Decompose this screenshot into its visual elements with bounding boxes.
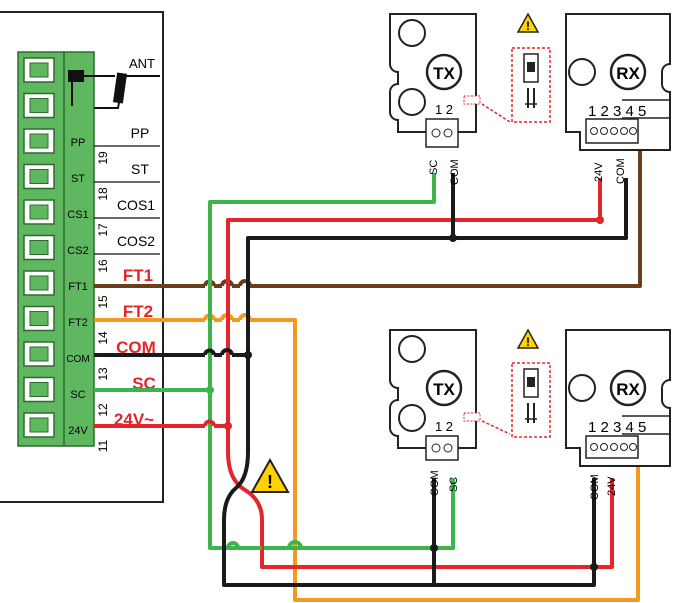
wire-24v-red-top — [94, 178, 602, 428]
photocell-tx-top: TX 1 2 SC COM — [389, 13, 481, 185]
wire-sc-green-bottom — [208, 390, 455, 550]
rx-bottom-wire-24v: 24V — [606, 476, 618, 496]
slot-labels: PP ST CS1 CS2 FT1 FT2 COM SC 24V — [66, 137, 89, 437]
photocell-rx-bottom: RX 1 2 3 4 5 COM 24V — [565, 329, 671, 500]
slot-label-sc: SC — [70, 389, 85, 401]
wire-sc-green-top — [94, 173, 436, 392]
terminal-screw-head — [29, 275, 49, 291]
terminal-name-cos1: COS1 — [117, 197, 155, 213]
rx-top-wire-24v: 24V — [593, 162, 605, 182]
tx-top-terminals: 1 2 — [435, 102, 453, 117]
rx-top-terminals: 1 2 3 4 5 — [588, 103, 646, 120]
terminal-screw-head — [29, 240, 49, 255]
tx-bottom-terminals: 1 2 — [435, 419, 453, 434]
junction-dots — [206, 216, 604, 571]
slot-label-cs1: CS1 — [67, 209, 88, 221]
warning-icon: ! — [250, 457, 290, 493]
terminal-screw-head — [29, 98, 49, 113]
slot-label-cs2: CS2 — [67, 245, 88, 257]
wire-ft1-brown — [94, 150, 642, 288]
svg-text:!: ! — [526, 335, 530, 349]
control-board-outline — [0, 11, 164, 503]
tx-top-label: TX — [433, 64, 455, 83]
jumper-icon — [481, 362, 551, 438]
wires — [94, 150, 642, 602]
rx-top-label: RX — [616, 64, 640, 83]
terminal-screw-head — [29, 346, 49, 362]
terminal-number-12: 12 — [96, 403, 110, 417]
terminal-name-cos2: COS2 — [117, 233, 155, 249]
wire-com-black-bottom — [222, 355, 596, 587]
terminal-lead-lines — [94, 145, 160, 255]
tx-top-wire-com: COM — [449, 159, 461, 185]
terminal-screw-head — [29, 382, 49, 397]
terminal-block — [17, 51, 95, 447]
tx-bottom-label: TX — [433, 380, 455, 399]
rx-bottom-label: RX — [616, 380, 640, 399]
terminal-names: PP ST COS1 COS2 FT1 FT2 COM SC 24V~ — [114, 125, 156, 429]
rx-bottom-wire-com: COM — [589, 474, 601, 500]
rx-top-wire-com: COM — [615, 158, 627, 184]
slot-label-24v: 24V — [68, 425, 88, 437]
jumper-icon — [481, 47, 551, 123]
terminal-name-ft2: FT2 — [123, 302, 153, 321]
slot-label-ft1: FT1 — [68, 281, 88, 293]
terminal-screw-head — [29, 417, 49, 433]
warning-icon: ! — [516, 328, 540, 349]
terminal-numbers: 19 18 17 16 15 14 13 12 11 — [96, 151, 110, 452]
terminal-screw-head — [29, 62, 49, 78]
terminal-number-13: 13 — [96, 367, 110, 381]
terminal-number-19: 19 — [96, 151, 110, 165]
terminal-screw-head — [29, 169, 49, 184]
terminal-number-17: 17 — [96, 223, 110, 237]
terminal-screw-head — [29, 311, 49, 326]
terminal-screw-head — [29, 204, 49, 220]
rx-bottom-terminals: 1 2 3 4 5 — [588, 419, 646, 436]
terminal-name-ft1: FT1 — [123, 266, 153, 285]
terminal-number-15: 15 — [96, 295, 110, 309]
terminal-screw-head — [29, 133, 49, 149]
photocell-rx-top: RX 1 2 3 4 5 24V COM — [565, 13, 671, 184]
terminal-name-st: ST — [131, 161, 149, 177]
wire-ft2-orange — [94, 318, 640, 602]
terminal-number-16: 16 — [96, 259, 110, 273]
terminal-number-14: 14 — [96, 331, 110, 345]
slot-label-ft2: FT2 — [68, 317, 88, 329]
warning-icon: ! — [516, 12, 540, 33]
wire-24v-red-bottom — [226, 426, 614, 569]
slot-label-com: COM — [66, 354, 89, 365]
slot-label-pp: PP — [71, 137, 86, 149]
terminal-screw — [23, 163, 55, 190]
terminal-screw — [23, 128, 55, 154]
photocell-tx-bottom: TX 1 2 COM SC — [389, 329, 481, 496]
tx-top-wire-sc: SC — [428, 160, 440, 175]
terminal-number-11: 11 — [96, 439, 110, 452]
tx-bottom-wire-sc: SC — [448, 477, 460, 492]
terminal-name-com: COM — [116, 338, 156, 357]
terminal-number-18: 18 — [96, 187, 110, 201]
slot-label-st: ST — [71, 173, 85, 185]
tx-bottom-wire-com: COM — [429, 470, 441, 496]
terminal-name-ant: ANT — [129, 56, 155, 71]
antenna-connector: ANT — [68, 56, 160, 109]
svg-text:!: ! — [526, 19, 530, 33]
svg-text:!: ! — [267, 472, 273, 492]
terminal-name-pp: PP — [131, 125, 150, 141]
